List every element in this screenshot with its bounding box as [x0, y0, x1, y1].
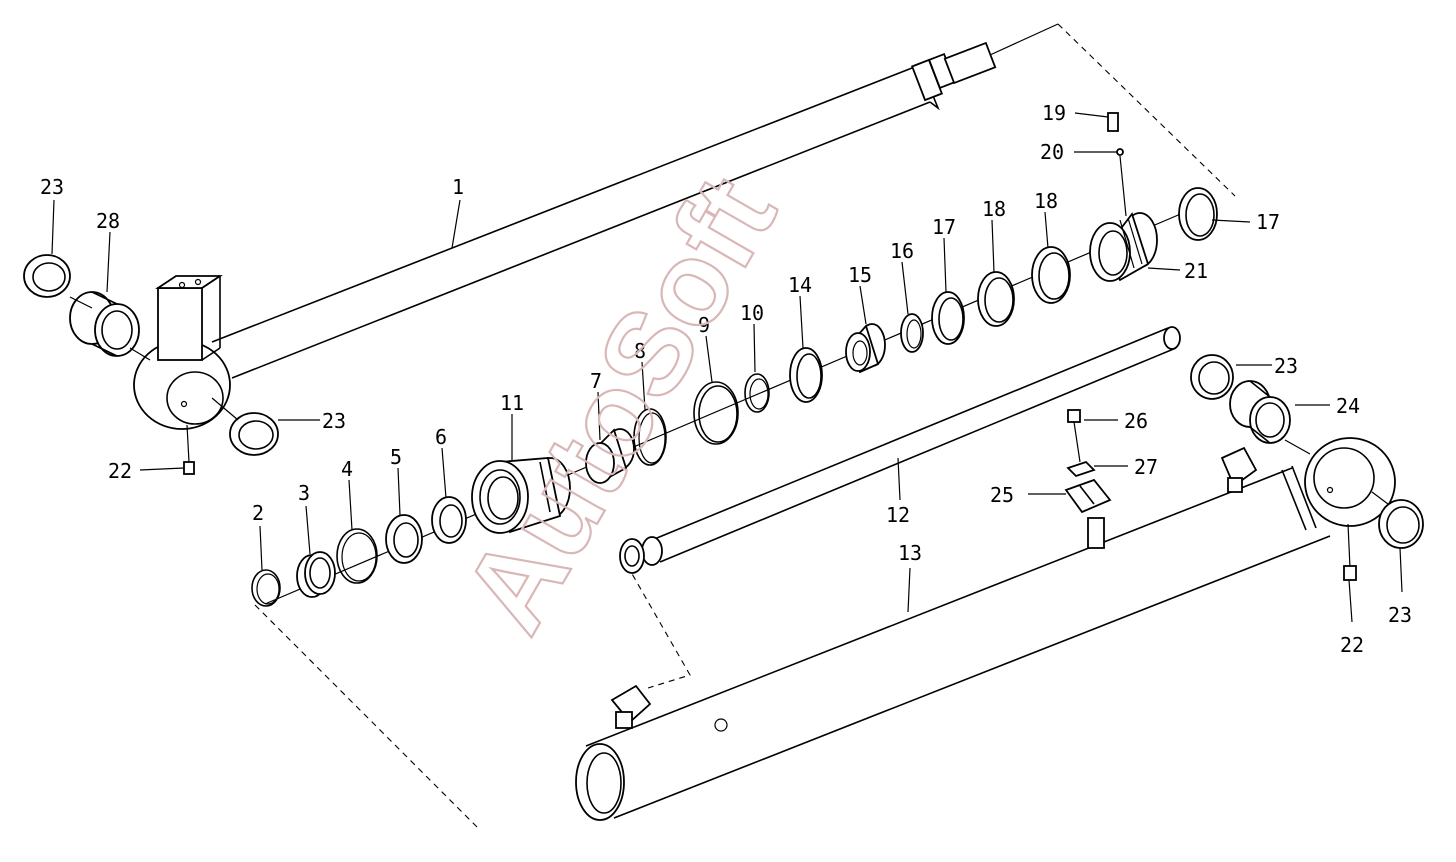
grease-nipple-22-left [183, 424, 195, 475]
callout-28: 28 [96, 209, 120, 233]
ball-20 [1116, 148, 1127, 217]
ring-9 [693, 381, 739, 445]
seal-3 [296, 551, 336, 598]
callout-21: 21 [1184, 259, 1208, 283]
callout-11: 11 [500, 391, 524, 415]
assembly-guide-lines [254, 23, 1236, 831]
seal-ring-23-left-top [23, 254, 71, 298]
seal-6 [431, 496, 467, 544]
o-ring-4 [336, 528, 378, 584]
ring-18-a [977, 271, 1015, 327]
callout-18-b: 18 [1034, 189, 1058, 213]
callout-9: 9 [698, 313, 710, 337]
ring-5 [385, 514, 423, 564]
retaining-ring-2 [251, 569, 281, 607]
inner-tube-12 [619, 326, 1181, 574]
callout-15: 15 [848, 263, 872, 287]
ring-17-outer [1178, 187, 1218, 241]
leader-lines [51, 112, 1403, 623]
callout-20: 20 [1040, 140, 1064, 164]
seal-ring-23-right-bottom [1378, 499, 1424, 549]
callout-24: 24 [1336, 394, 1360, 418]
callout-17-outer: 17 [1256, 210, 1280, 234]
ring-18-b [1031, 246, 1071, 304]
callout-23-left-top: 23 [40, 175, 64, 199]
bushing-24 [1229, 380, 1291, 444]
callout-8: 8 [634, 339, 646, 363]
bushing-7 [585, 428, 635, 484]
callout-labels: 1 2 3 4 5 6 7 8 9 10 11 12 13 14 15 16 1… [40, 101, 1412, 657]
grease-nipple-22-right [1343, 523, 1357, 581]
clamp-25 [1064, 478, 1112, 514]
piston-rod [133, 23, 1059, 430]
callout-2: 2 [252, 501, 264, 525]
callout-22-left: 22 [108, 459, 132, 483]
bolt-26 [1067, 409, 1081, 463]
ring-8 [633, 408, 667, 466]
ring-10 [744, 373, 770, 413]
cylinder-barrel [575, 437, 1396, 821]
callout-5: 5 [390, 445, 402, 469]
callout-23-right-bottom: 23 [1388, 603, 1412, 627]
piston-21 [1089, 212, 1158, 282]
callout-1: 1 [452, 175, 464, 199]
callout-10: 10 [740, 301, 764, 325]
washer-27 [1066, 460, 1096, 478]
gland-11 [471, 457, 571, 534]
callout-23-right-top: 23 [1274, 354, 1298, 378]
set-screw-19 [1107, 112, 1119, 132]
callout-6: 6 [435, 425, 447, 449]
piston-15 [845, 323, 886, 374]
ring-16 [900, 313, 924, 353]
callout-12: 12 [886, 503, 910, 527]
callout-25: 25 [990, 483, 1014, 507]
callout-23-left-bottom: 23 [322, 409, 346, 433]
callout-17-inner: 17 [932, 215, 956, 239]
callout-22-right: 22 [1340, 633, 1364, 657]
callout-18-a: 18 [982, 197, 1006, 221]
seal-ring-23-left-bottom [229, 412, 279, 456]
callout-7: 7 [590, 369, 602, 393]
callout-13: 13 [898, 541, 922, 565]
callout-16: 16 [890, 239, 914, 263]
callout-4: 4 [341, 457, 353, 481]
callout-14: 14 [788, 273, 812, 297]
seal-ring-23-right-top [1190, 354, 1234, 400]
callout-19: 19 [1042, 101, 1066, 125]
callout-26: 26 [1124, 409, 1148, 433]
ring-14 [789, 347, 823, 403]
callout-3: 3 [298, 481, 310, 505]
ring-17-inner [931, 291, 965, 345]
callout-27: 27 [1134, 455, 1158, 479]
bushing-28 [69, 291, 140, 357]
